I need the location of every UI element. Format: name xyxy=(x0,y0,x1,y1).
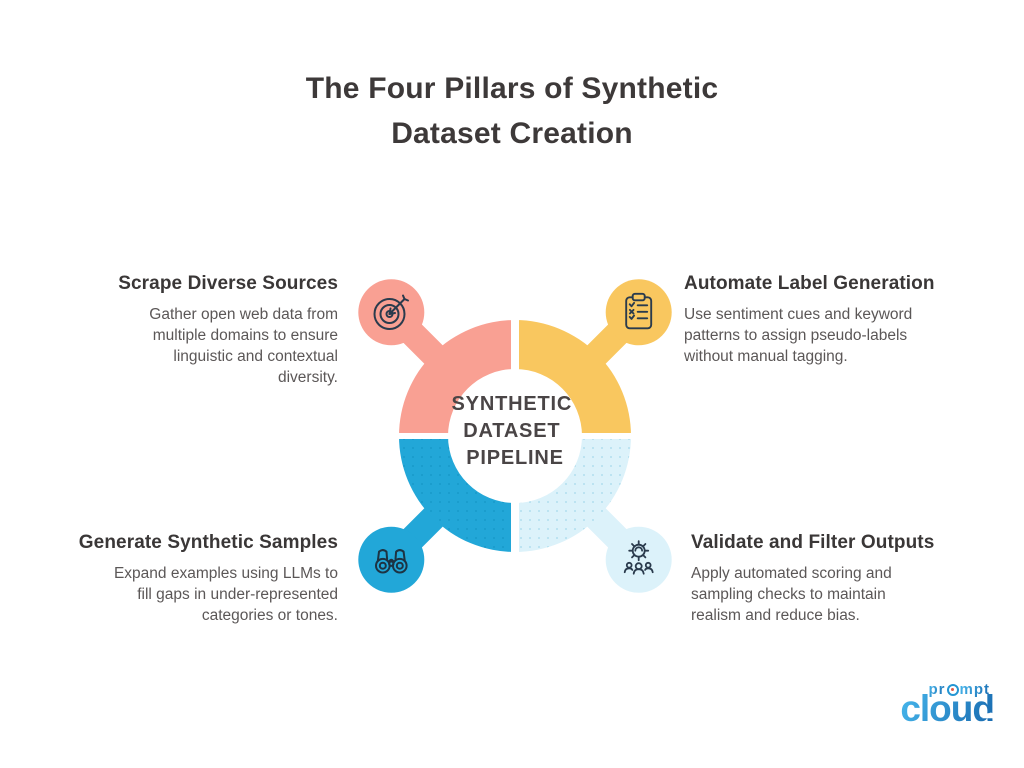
target-dart-icon xyxy=(373,294,409,330)
pillar-label-heading: Automate Label Generation xyxy=(684,273,935,294)
page-title-line2: Dataset Creation xyxy=(391,117,633,150)
pillar-label-block: Automate Label Generation Use sentiment … xyxy=(684,272,956,367)
logo-prompt-prefix: pr xyxy=(929,682,946,697)
logo-target-o-icon xyxy=(946,683,959,696)
center-label-line1: SYNTHETIC xyxy=(452,393,573,415)
logo-cloud-text: cloud xyxy=(900,688,994,729)
validate-quadrant-texture xyxy=(515,436,631,552)
center-label-line2: DATASET xyxy=(463,420,560,442)
page-title: The Four Pillars of Synthetic Dataset Cr… xyxy=(0,66,1024,156)
pillar-label-body: Use sentiment cues and keyword patterns … xyxy=(684,306,913,365)
pillar-validate-body: Apply automated scoring and sampling che… xyxy=(691,565,892,624)
center-label-line3: PIPELINE xyxy=(466,447,564,469)
horizontal-gap xyxy=(389,433,641,439)
promptcloud-logo-top: pr mpt xyxy=(900,682,990,697)
pillar-generate-body: Expand examples using LLMs to fill gaps … xyxy=(113,565,338,624)
pillar-validate-heading: Validate and Filter Outputs xyxy=(691,532,935,553)
checklist-clipboard-icon xyxy=(625,292,653,330)
logo-cloud-word: cloud☁ xyxy=(900,688,996,729)
pillar-scrape-block: Scrape Diverse Sources Gather open web d… xyxy=(96,272,338,388)
promptcloud-logo: pr mpt cloud☁ xyxy=(900,682,997,729)
cloud-icon: ☁ xyxy=(982,705,996,721)
pillar-scrape-heading: Scrape Diverse Sources xyxy=(118,273,338,294)
pillar-generate-block: Generate Synthetic Samples Expand exampl… xyxy=(46,531,338,626)
center-label: SYNTHETIC DATASET PIPELINE xyxy=(452,393,579,469)
promptcloud-logo-bottom: cloud☁ xyxy=(900,688,996,729)
scrape-quadrant xyxy=(399,320,515,436)
generate-quadrant-texture xyxy=(399,436,515,552)
binoculars-icon xyxy=(374,549,408,574)
logo-prompt-suffix: mpt xyxy=(960,682,991,697)
pillar-scrape-body: Gather open web data from multiple domai… xyxy=(149,306,338,386)
pillar-generate-heading: Generate Synthetic Samples xyxy=(78,532,338,553)
pipeline-diagram: SYNTHETIC DATASET PIPELINE xyxy=(330,248,700,624)
gear-team-icon xyxy=(623,540,654,575)
pillar-validate-block: Validate and Filter Outputs Apply automa… xyxy=(691,531,959,626)
label-quadrant xyxy=(515,320,631,436)
page-title-line1: The Four Pillars of Synthetic xyxy=(305,72,719,105)
